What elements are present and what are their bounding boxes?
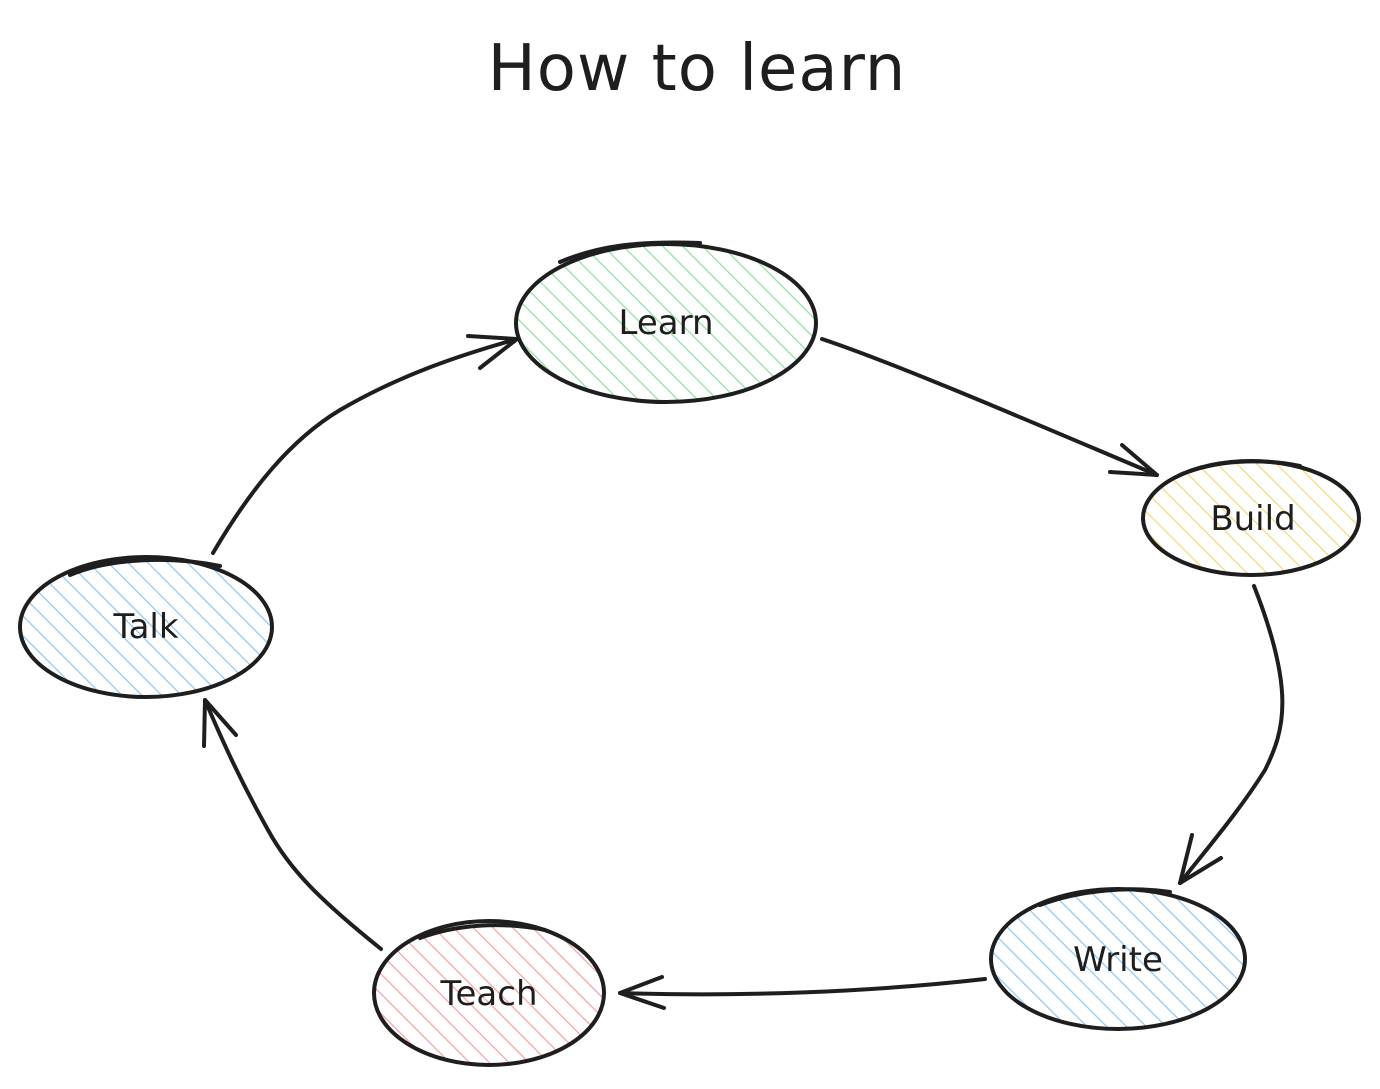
node-learn-fill: [516, 244, 816, 402]
edge-write-to-teach: [618, 975, 987, 1010]
edges: [202, 334, 1285, 1010]
node-talk-label: Talk: [112, 607, 178, 647]
node-build[interactable]: Build: [1141, 459, 1361, 577]
node-talk[interactable]: Talk: [18, 555, 274, 699]
node-teach-label: Teach: [440, 974, 538, 1014]
edge-talk-to-learn: [211, 334, 519, 555]
edge-learn-to-build: [820, 337, 1159, 477]
node-talk-fill: [20, 557, 272, 697]
node-teach-fill: [374, 921, 604, 1065]
node-learn[interactable]: Learn: [514, 240, 818, 404]
node-write-label: Write: [1073, 940, 1163, 980]
node-write[interactable]: Write: [989, 887, 1247, 1031]
node-build-fill: [1143, 461, 1359, 575]
diagram-title: How to learn: [488, 32, 907, 106]
nodes: Learn Build Write Teach Talk: [18, 240, 1361, 1067]
node-teach[interactable]: Teach: [372, 919, 606, 1067]
node-write-fill: [991, 889, 1245, 1029]
edge-teach-to-talk: [202, 698, 383, 951]
node-build-label: Build: [1210, 499, 1295, 539]
edge-build-to-write: [1178, 584, 1285, 885]
node-learn-label: Learn: [618, 303, 713, 343]
